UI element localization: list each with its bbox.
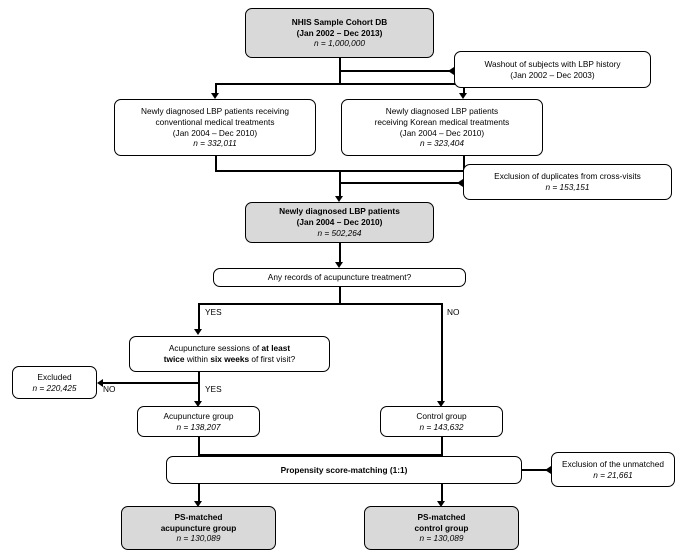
connector-unmatched-h — [521, 469, 549, 471]
arrow-korean — [458, 93, 467, 99]
conventional-line1: Newly diagnosed LBP patients receiving — [141, 105, 289, 116]
control-group-line1: Control group — [416, 410, 467, 421]
node-excluded: Excluded n = 220,425 — [12, 366, 97, 399]
ps-acupuncture-line1: PS-matched — [174, 511, 223, 522]
connector-psm-right-down — [441, 484, 443, 502]
arrow-duplicates — [457, 178, 463, 187]
psm-line1: Propensity score-matching (1:1) — [280, 464, 408, 475]
connector-psm-bar — [198, 454, 443, 456]
arrow-acupuncture-group — [193, 401, 202, 407]
connector-nd-down — [339, 243, 341, 264]
washout-line2: (Jan 2002 – Dec 2003) — [510, 69, 595, 80]
connector-korean-down — [463, 156, 465, 170]
arrow-unmatched — [545, 465, 551, 474]
connector-psm-left-down — [198, 484, 200, 502]
any-records-line1: Any records of acupuncture treatment? — [267, 272, 412, 283]
label-no-lower: NO — [103, 384, 116, 394]
newly-diagnosed-line2: (Jan 2004 – Dec 2010) — [296, 217, 383, 228]
arrow-ps-control — [436, 501, 445, 507]
cohort-db-line3: n = 1,000,000 — [314, 38, 365, 49]
connector-split-bar — [215, 83, 465, 85]
cohort-db-line2: (Jan 2002 – Dec 2013) — [296, 27, 383, 38]
connector-split-left — [215, 83, 217, 94]
connector-no-down — [441, 303, 443, 402]
korean-line3: (Jan 2004 – Dec 2010) — [399, 127, 485, 138]
node-any-records-question: Any records of acupuncture treatment? — [213, 268, 466, 287]
node-conventional-treatment: Newly diagnosed LBP patients receiving c… — [114, 99, 316, 156]
ps-control-line1: PS-matched — [417, 511, 466, 522]
excluded-line1: Excluded — [37, 371, 72, 382]
conventional-line3: (Jan 2004 – Dec 2010) — [172, 127, 258, 138]
arrow-conventional — [210, 93, 219, 99]
connector-split-right — [463, 83, 465, 94]
connector-sessions-bar — [102, 382, 200, 384]
node-cohort-db: NHIS Sample Cohort DB (Jan 2002 – Dec 20… — [245, 8, 434, 58]
sessions-line1: Acupuncture sessions of at least — [168, 343, 291, 354]
node-acupuncture-group: Acupuncture group n = 138,207 — [137, 406, 260, 437]
connector-q-down — [339, 287, 341, 303]
node-propensity-score-matching: Propensity score-matching (1:1) — [166, 456, 522, 484]
node-control-group: Control group n = 143,632 — [380, 406, 503, 437]
node-sessions-question: Acupuncture sessions of at least twice w… — [129, 336, 330, 372]
label-no-upper: NO — [447, 307, 460, 317]
ps-acupuncture-line2: acupuncture group — [160, 522, 237, 533]
control-group-line2: n = 143,632 — [419, 421, 464, 432]
duplicates-line1: Exclusion of duplicates from cross-visit… — [494, 171, 641, 182]
node-duplicates-exclusion: Exclusion of duplicates from cross-visit… — [463, 164, 672, 200]
ps-control-line3: n = 130,089 — [419, 533, 464, 544]
korean-line4: n = 323,404 — [419, 138, 465, 149]
connector-q-split-bar — [198, 303, 443, 305]
conventional-line2: conventional medical treatments — [155, 116, 275, 127]
newly-diagnosed-line1: Newly diagnosed LBP patients — [279, 206, 400, 217]
acupuncture-group-line2: n = 138,207 — [176, 421, 221, 432]
acupuncture-group-line1: Acupuncture group — [163, 410, 234, 421]
arrow-any-records — [334, 262, 343, 268]
ps-control-line2: control group — [414, 522, 469, 533]
connector-duplicates-h — [339, 182, 462, 184]
arrow-excluded — [97, 378, 103, 387]
connector-washout-h — [339, 70, 453, 72]
cohort-db-line1: NHIS Sample Cohort DB — [291, 16, 388, 27]
label-yes-lower: YES — [205, 384, 222, 394]
unmatched-line2: n = 21,661 — [593, 469, 633, 480]
arrow-sessions — [193, 329, 202, 335]
excluded-line2: n = 220,425 — [32, 382, 77, 393]
node-ps-matched-acupuncture: PS-matched acupuncture group n = 130,089 — [121, 506, 276, 550]
duplicates-line2: n = 153,151 — [545, 182, 590, 192]
korean-line2: receiving Korean medical treatments — [374, 116, 510, 127]
arrow-washout — [448, 66, 454, 75]
node-korean-treatment: Newly diagnosed LBP patients receiving K… — [341, 99, 543, 156]
node-washout: Washout of subjects with LBP history (Ja… — [454, 51, 651, 88]
node-ps-matched-control: PS-matched control group n = 130,089 — [364, 506, 519, 550]
connector-conv-down — [215, 156, 217, 170]
conventional-line4: n = 332,011 — [193, 138, 237, 149]
connector-ctrl-down — [441, 437, 443, 454]
connector-sessions-down — [198, 372, 200, 382]
arrow-newly-diagnosed — [334, 196, 343, 202]
node-unmatched-exclusion: Exclusion of the unmatched n = 21,661 — [551, 452, 675, 487]
arrow-ps-acupuncture — [193, 501, 202, 507]
ps-acupuncture-line3: n = 130,089 — [176, 533, 221, 544]
connector-yes-down — [198, 303, 200, 330]
label-yes-upper: YES — [205, 307, 222, 317]
node-newly-diagnosed: Newly diagnosed LBP patients (Jan 2004 –… — [245, 202, 434, 243]
sessions-line2: twice within six weeks of first visit? — [163, 354, 296, 364]
connector-sessions-yes — [198, 382, 200, 402]
korean-line1: Newly diagnosed LBP patients — [385, 105, 499, 116]
newly-diagnosed-line3: n = 502,264 — [317, 227, 362, 238]
connector-acu-down — [198, 437, 200, 454]
washout-line1: Washout of subjects with LBP history — [484, 58, 621, 69]
arrow-control-group — [436, 401, 445, 407]
unmatched-line1: Exclusion of the unmatched — [562, 458, 664, 469]
